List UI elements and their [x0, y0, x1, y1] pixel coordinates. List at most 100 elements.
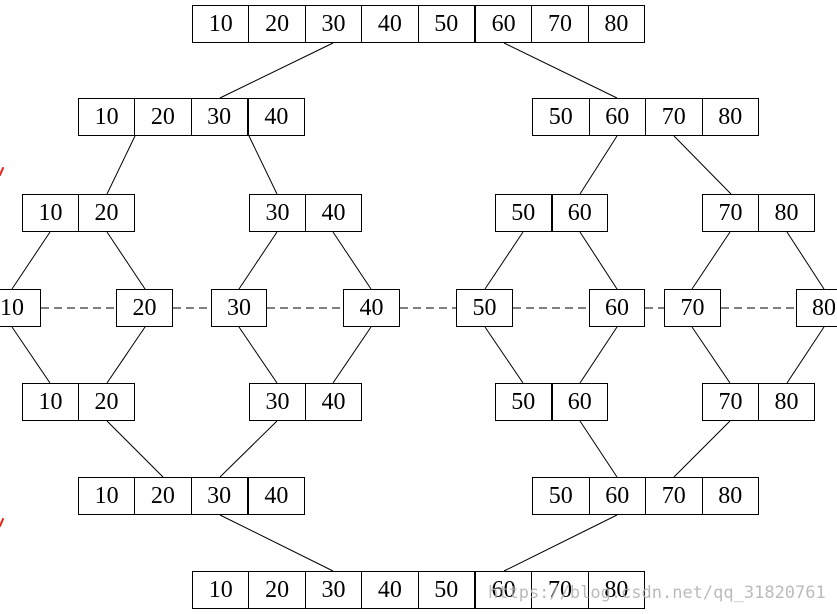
- merge-edge: [579, 420, 618, 478]
- merge-edge: [332, 326, 372, 384]
- element-cell: 70: [718, 200, 743, 226]
- element-cell: 30: [265, 389, 290, 415]
- element-cell: 50: [511, 389, 536, 415]
- element-cell: 60: [473, 6, 531, 42]
- merge-edge: [106, 420, 164, 478]
- merged-pair: 10 20: [22, 383, 135, 421]
- merge-edge: [106, 326, 146, 384]
- single-element: 10: [0, 289, 41, 327]
- merge-edge: [786, 326, 825, 384]
- single-element: 60: [589, 289, 645, 327]
- merge-edge: [691, 326, 731, 384]
- element-cell: 20: [134, 478, 190, 514]
- element-cell: 80: [587, 572, 644, 608]
- sorted-array: 10 20 30 40 50 60 70 80: [192, 571, 645, 609]
- element-cell: 20: [78, 384, 134, 420]
- element-cell: 50: [417, 6, 474, 42]
- element-cell: 30: [190, 99, 247, 135]
- element-cell: 10: [38, 200, 63, 226]
- merged-left-half: 10 20 30 40: [78, 477, 305, 515]
- merge-edge: [11, 326, 51, 384]
- element-cell: 60: [588, 478, 646, 514]
- element-cell: 50: [548, 483, 573, 509]
- element-cell: 70: [645, 99, 702, 135]
- quarter-subarray: 30 40: [249, 194, 362, 232]
- merged-right-half: 50 60 70 80: [532, 477, 759, 515]
- merge-edge: [238, 326, 278, 384]
- element-cell: 80: [701, 99, 759, 135]
- merged-pair: 70 80: [702, 383, 815, 421]
- merged-pair: 50 60: [495, 383, 608, 421]
- split-edge: [219, 42, 334, 99]
- element-cell: 40: [361, 572, 417, 608]
- merge-edge: [579, 326, 618, 384]
- split-edge: [579, 231, 618, 290]
- split-edge: [238, 231, 278, 290]
- element-cell: 40: [246, 99, 304, 135]
- element-cell: 50: [417, 572, 474, 608]
- split-edge: [786, 231, 825, 290]
- red-mark: [0, 167, 4, 176]
- element-cell: 10: [0, 295, 24, 321]
- merge-edge: [673, 420, 731, 478]
- element-cell: 10: [94, 104, 119, 130]
- element-cell: 50: [548, 104, 573, 130]
- element-cell: 60: [550, 384, 608, 420]
- left-half-subarray: 10 20 30 40: [78, 98, 305, 136]
- single-element: 70: [664, 289, 721, 327]
- quarter-subarray: 10 20: [22, 194, 135, 232]
- element-cell: 50: [472, 295, 497, 321]
- element-cell: 40: [361, 6, 417, 42]
- quarter-subarray: 50 60: [495, 194, 608, 232]
- merge-edge: [219, 420, 278, 478]
- right-half-subarray: 50 60 70 80: [532, 98, 759, 136]
- split-edge: [579, 135, 618, 195]
- element-cell: 20: [248, 6, 304, 42]
- element-cell: 20: [134, 99, 190, 135]
- element-cell: 70: [718, 389, 743, 415]
- element-cell: 60: [588, 99, 646, 135]
- merged-pair: 30 40: [249, 383, 362, 421]
- element-cell: 80: [701, 478, 759, 514]
- element-cell: 30: [265, 200, 290, 226]
- element-cell: 20: [248, 572, 304, 608]
- single-element: 80: [796, 289, 837, 327]
- element-cell: 10: [208, 577, 233, 603]
- element-cell: 30: [227, 295, 251, 321]
- element-cell: 40: [246, 478, 304, 514]
- element-cell: 60: [550, 195, 608, 231]
- split-edge: [11, 231, 51, 290]
- element-cell: 70: [531, 6, 587, 42]
- merge-edge: [484, 326, 524, 384]
- single-element: 50: [456, 289, 513, 327]
- single-element: 40: [343, 289, 400, 327]
- element-cell: 80: [758, 195, 814, 231]
- split-edge: [691, 231, 731, 290]
- split-edge: [106, 135, 136, 195]
- quarter-subarray: 70 80: [702, 194, 815, 232]
- single-element: 30: [211, 289, 267, 327]
- element-cell: 10: [38, 389, 63, 415]
- element-cell: 80: [587, 6, 644, 42]
- element-cell: 50: [511, 200, 536, 226]
- element-cell: 20: [132, 295, 157, 321]
- element-cell: 60: [605, 295, 629, 321]
- split-edge: [673, 135, 732, 195]
- split-edge: [248, 135, 278, 195]
- element-cell: 80: [758, 384, 814, 420]
- single-element: 20: [116, 289, 173, 327]
- element-cell: 40: [305, 195, 361, 231]
- split-edge: [332, 231, 372, 290]
- element-cell: 70: [531, 572, 587, 608]
- split-edge: [503, 42, 618, 99]
- element-cell: 30: [190, 478, 247, 514]
- element-cell: 70: [680, 295, 705, 321]
- element-cell: 70: [645, 478, 702, 514]
- merge-edge: [503, 514, 618, 572]
- split-edge: [484, 231, 524, 290]
- element-cell: 10: [208, 11, 233, 37]
- element-cell: 10: [94, 483, 119, 509]
- watermark: https://blog.csdn.net/qq_31820761: [488, 583, 826, 603]
